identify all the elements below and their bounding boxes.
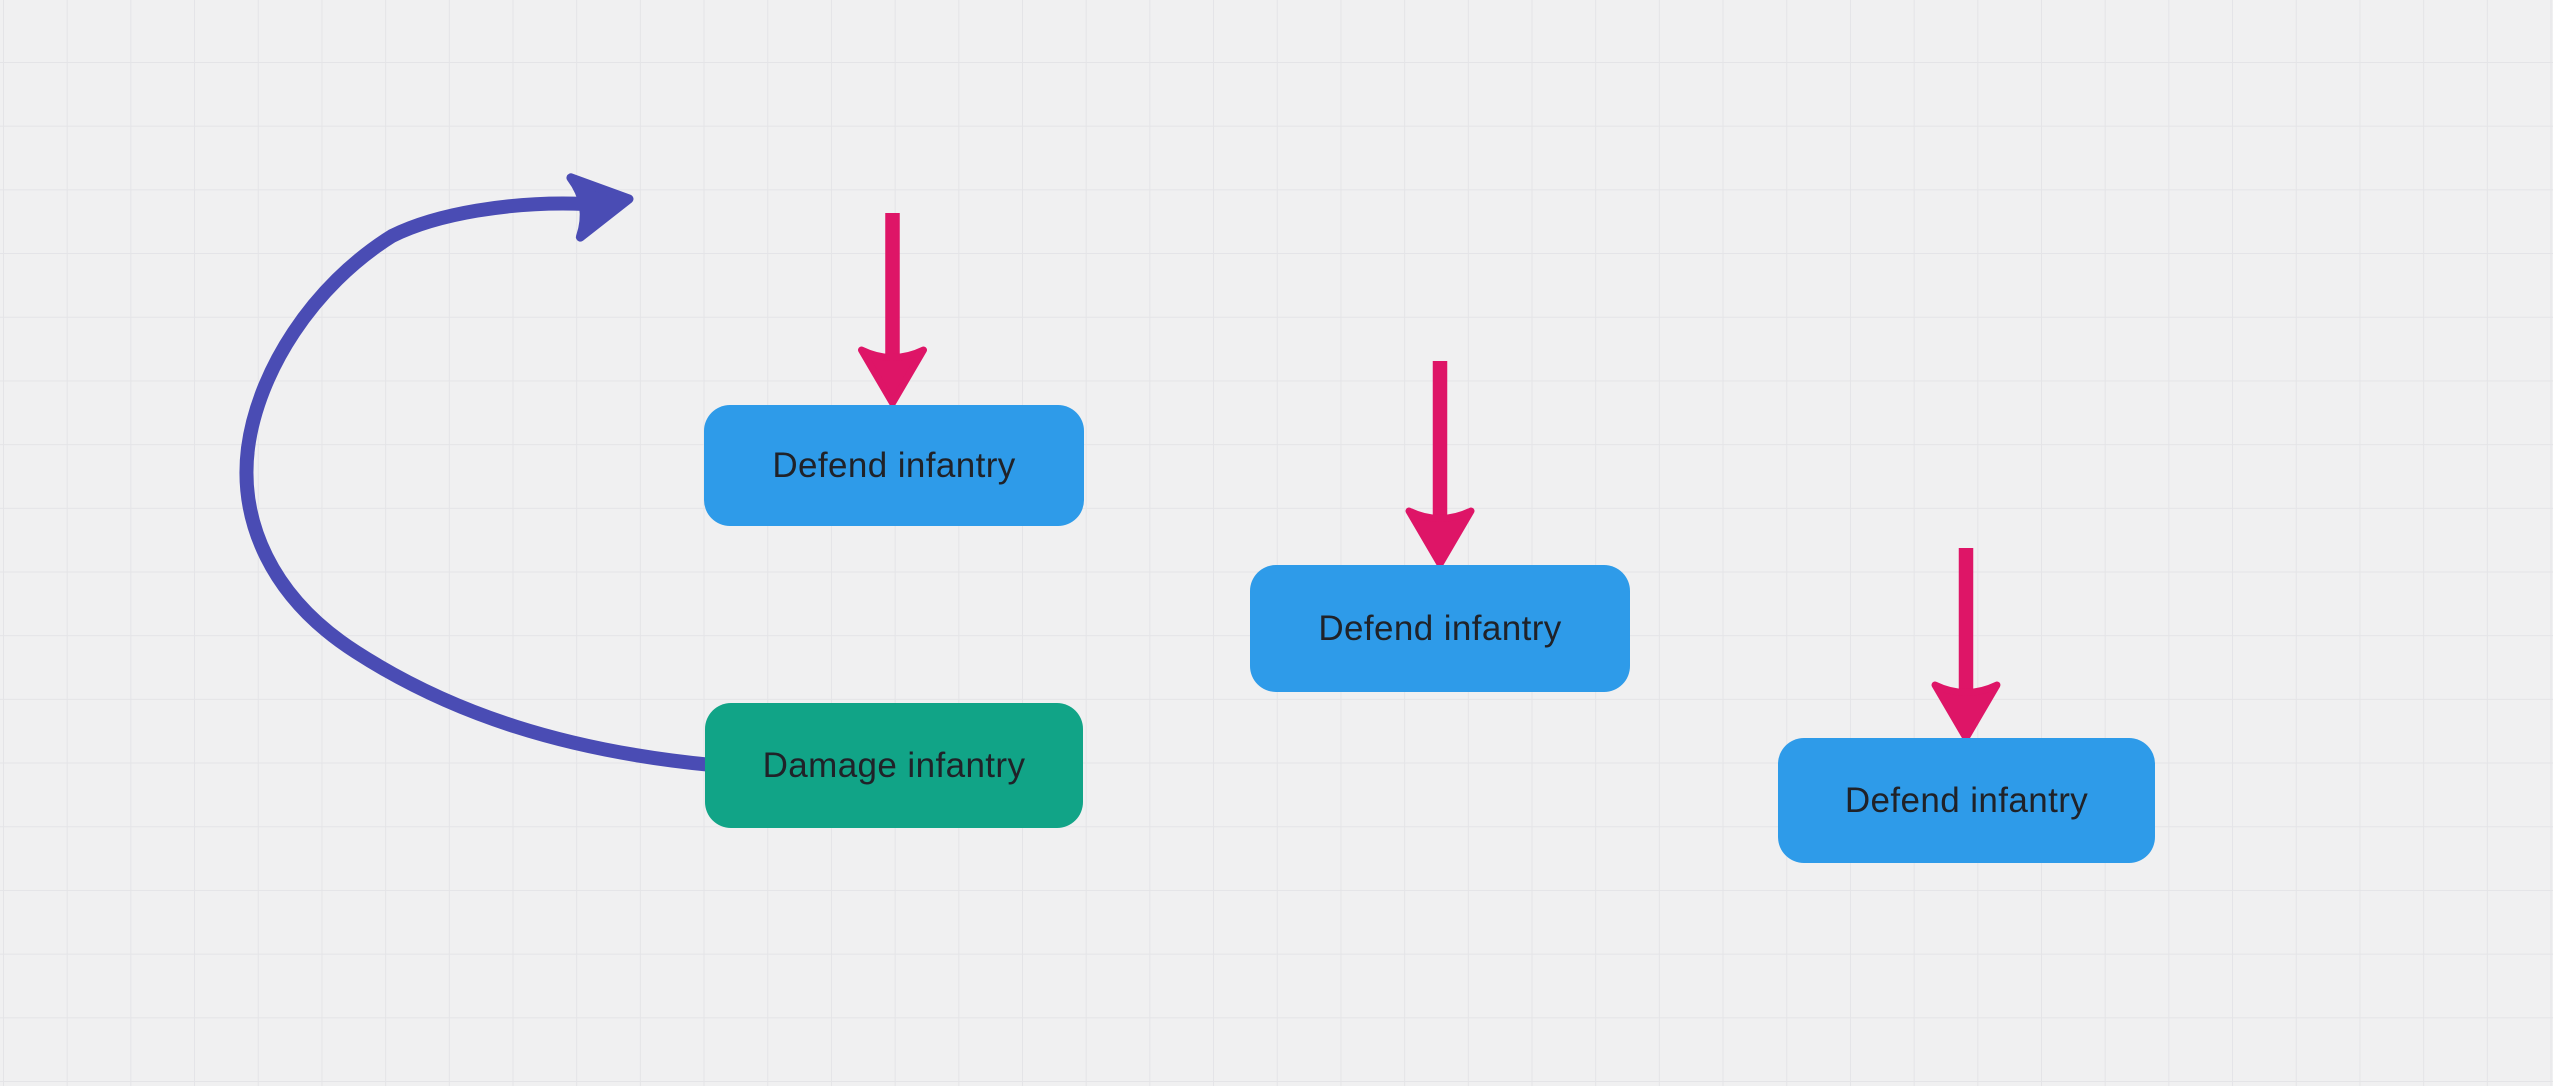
node-defend-infantry-2[interactable]: Defend infantry — [1250, 565, 1630, 692]
down-arrow-head-icon — [858, 346, 927, 407]
node-defend-infantry-3[interactable]: Defend infantry — [1778, 738, 2155, 863]
down-arrow-head-icon — [1931, 681, 2001, 742]
curved-arrow-path — [239, 196, 719, 772]
curved-arrow-head-icon — [566, 173, 634, 242]
node-label: Damage infantry — [762, 745, 1026, 785]
down-arrow-connector-2[interactable] — [1405, 361, 1475, 568]
node-label: Defend infantry — [1844, 780, 2089, 820]
node-defend-infantry-1[interactable]: Defend infantry — [704, 405, 1084, 526]
down-arrow-connector-3[interactable] — [1931, 548, 2001, 742]
node-label: Defend infantry — [1318, 608, 1562, 648]
down-arrow-connector-1[interactable] — [858, 213, 927, 407]
node-label: Defend infantry — [772, 445, 1016, 485]
down-arrow-head-icon — [1405, 507, 1475, 568]
curved-arrow-connector[interactable] — [239, 169, 719, 772]
node-damage-infantry[interactable]: Damage infantry — [705, 703, 1083, 828]
